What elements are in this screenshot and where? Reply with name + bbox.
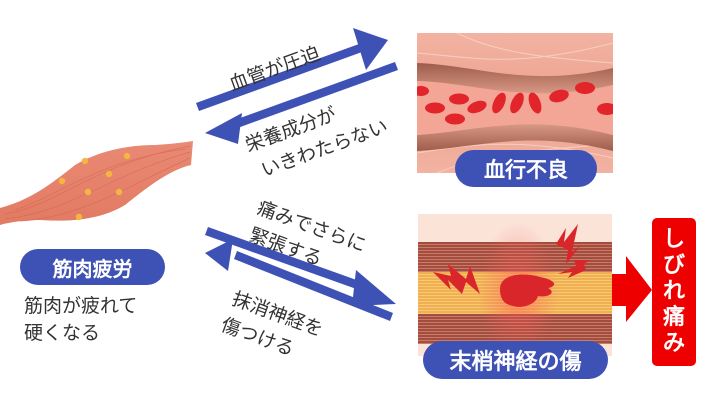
- arrow-compress-vessel: [196, 28, 388, 111]
- fatigue-dot: [81, 157, 89, 165]
- peripheral-nerve-damage-label: 末梢神経の傷: [449, 350, 582, 375]
- muscle-caption-line1: 筋肉が疲れて: [24, 295, 138, 317]
- poor-circulation-badge: 血行不良: [455, 150, 597, 187]
- outcome-char: 痛: [662, 305, 685, 330]
- blood-vessel-illustration: [417, 33, 613, 173]
- fatigue-dots: [58, 152, 131, 221]
- outcome-char: び: [662, 253, 685, 278]
- poor-circulation-label: 血行不良: [484, 157, 568, 182]
- fatigue-dot: [75, 213, 83, 221]
- muscle-caption-line2: 硬くなる: [24, 322, 101, 344]
- fatigue-dot: [84, 188, 92, 196]
- outcome-char: し: [662, 227, 685, 252]
- damage-spot: [500, 274, 555, 307]
- nerve-illustration: [418, 214, 612, 356]
- fatigue-dot: [115, 188, 123, 196]
- outcome-char: れ: [662, 279, 685, 304]
- arrow-damage-peripheral-nerve: [205, 239, 393, 321]
- fatigue-dot: [123, 152, 131, 160]
- muscle-fatigue-badge: 筋肉疲労: [20, 249, 165, 285]
- arrow-tension-from-pain: [205, 227, 396, 306]
- muscle-body: [0, 141, 193, 225]
- peripheral-nerve-damage-badge: 末梢神経の傷: [423, 341, 608, 379]
- arrow-nutrients-not-reaching: [205, 62, 398, 144]
- outcome-char: み: [662, 331, 685, 356]
- fatigue-dot: [105, 170, 113, 178]
- muscle-fatigue-label: 筋肉疲労: [52, 256, 133, 281]
- numbness-pain-box: し び れ 痛 み: [652, 218, 696, 366]
- lightning-bolts: [433, 224, 590, 294]
- red-blood-cells: [417, 82, 613, 125]
- fatigue-dot: [58, 177, 66, 185]
